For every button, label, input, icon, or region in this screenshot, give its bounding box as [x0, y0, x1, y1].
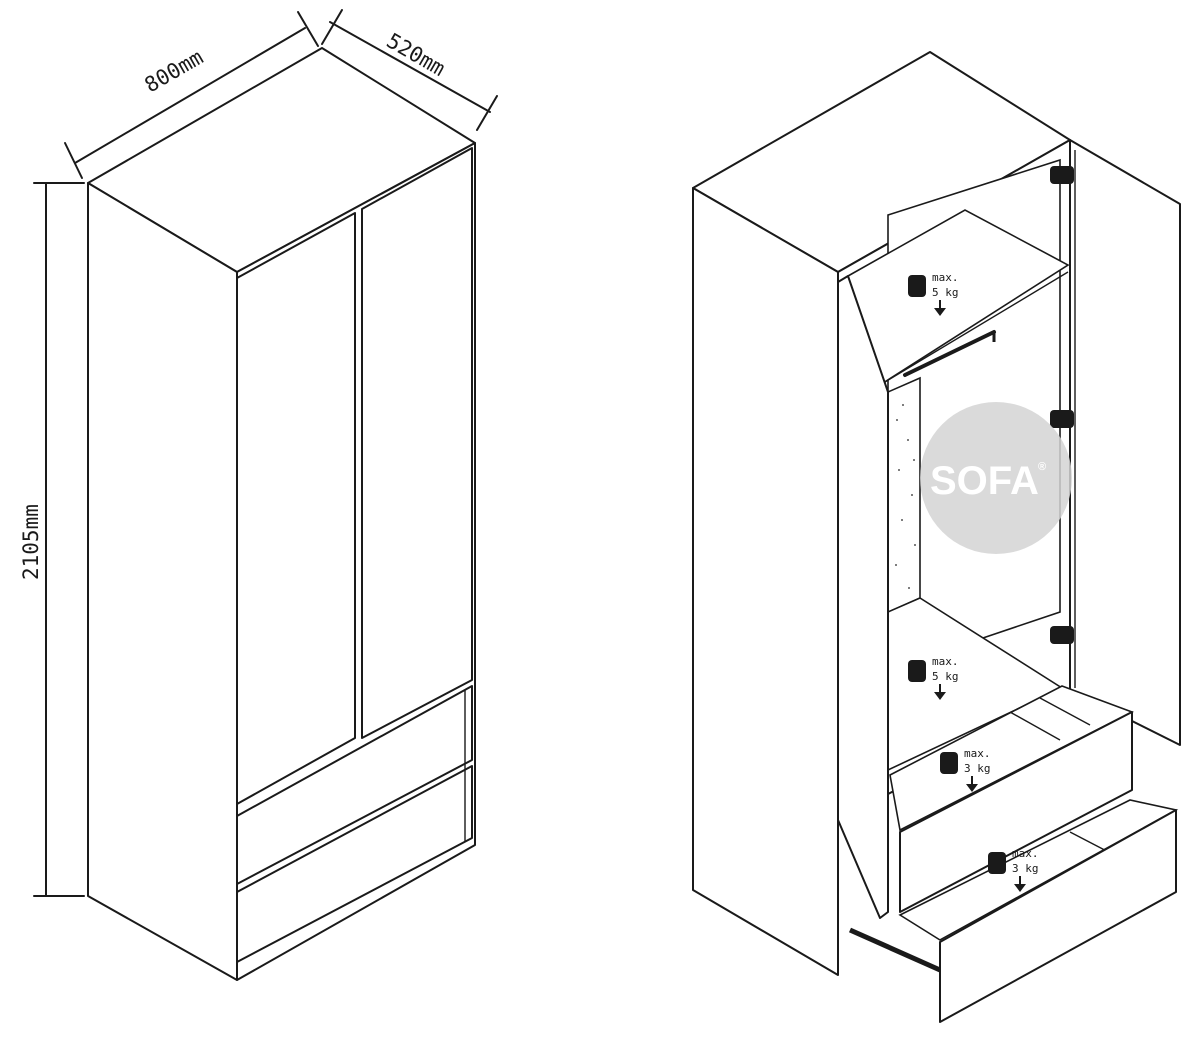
down-arrow-icon [934, 684, 946, 700]
load-indicator-bottom-shelf: max. 5 kg [908, 655, 959, 700]
depth-label: 520mm [383, 29, 450, 81]
load-indicator-top-shelf: max. 5 kg [908, 271, 959, 316]
watermark: SOFA ® [920, 402, 1072, 554]
weight-icon [908, 275, 926, 297]
left-door-open [837, 275, 889, 919]
upper-drawer-front [899, 711, 1133, 913]
load-max-label: max. [932, 655, 959, 668]
interior-left-wall [887, 376, 921, 614]
right-door [361, 147, 473, 739]
lower-drawer-open [848, 799, 1179, 1023]
lower-drawer [236, 765, 473, 963]
side-panel [87, 182, 238, 981]
load-max-label: max. [932, 271, 959, 284]
upper-drawer [236, 685, 473, 885]
load-max-label: max. [1012, 847, 1039, 860]
height-label: 2105mm [19, 504, 43, 580]
load-max-label: max. [964, 747, 991, 760]
watermark-circle [920, 402, 1072, 554]
side-panel-open [692, 187, 839, 976]
lower-drawer-front [939, 809, 1177, 1023]
width-label: 800mm [141, 45, 208, 97]
load-weight-label: 5 kg [932, 670, 959, 683]
load-weight-label: 3 kg [1012, 862, 1039, 875]
down-arrow-icon [1014, 876, 1026, 892]
hanging-rail-icon [903, 330, 996, 377]
left-door [236, 212, 356, 805]
open-wardrobe: max. 5 kg max. 5 kg max. 3 kg [692, 51, 1181, 1023]
hinge-icon [1050, 166, 1074, 644]
right-door-open [1069, 139, 1181, 746]
upper-drawer-open [889, 685, 1134, 913]
watermark-text: SOFA [930, 459, 1039, 503]
load-weight-label: 3 kg [964, 762, 991, 775]
load-indicator-upper-drawer: max. 3 kg [940, 747, 991, 792]
wall-specks [895, 404, 916, 589]
height-dimension: 2105mm [19, 182, 85, 897]
weight-icon [940, 752, 958, 774]
watermark-mark: ® [1038, 461, 1046, 473]
down-arrow-icon [934, 300, 946, 316]
closed-wardrobe: 800mm 520mm 2105mm [19, 9, 498, 981]
weight-icon [988, 852, 1006, 874]
weight-icon [908, 660, 926, 682]
load-indicator-lower-drawer: max. 3 kg [988, 847, 1039, 892]
drawer-runner [848, 927, 942, 973]
load-weight-label: 5 kg [932, 286, 959, 299]
down-arrow-icon [966, 776, 978, 792]
